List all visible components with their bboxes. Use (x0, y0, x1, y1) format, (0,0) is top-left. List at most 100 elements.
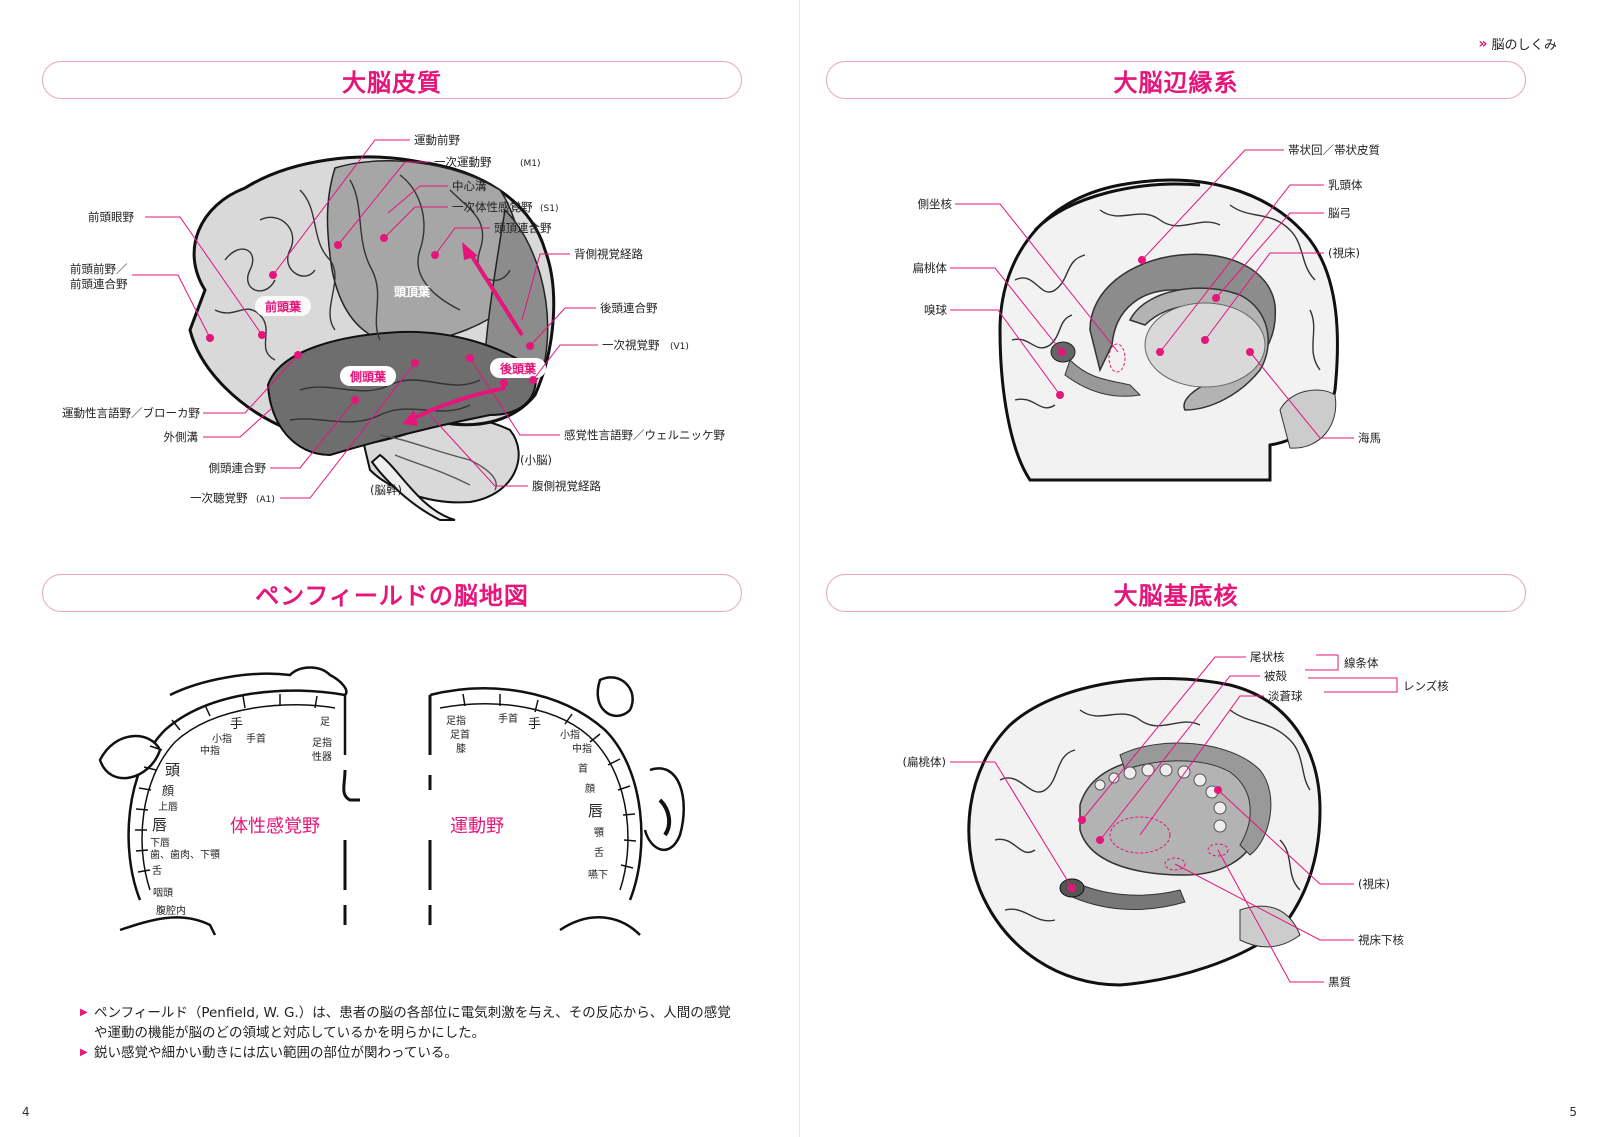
nigra-outline (1207, 843, 1229, 857)
basal-diagram: 尾状核 被殻 淡蒼球 線条体 レンズ核 (扁桃体) (視床) 視床下核 黒質 (903, 650, 1450, 989)
lbl-v1-abbr: (V1) (670, 342, 689, 352)
lbl-central-sulcus: 中心溝 (452, 179, 487, 193)
svg-text:顔: 顔 (162, 783, 174, 798)
motor-part-labels: 手首 手 小指 中指 首 顔 唇 顎 舌 嚥下 足指 足首 膝 (446, 712, 608, 881)
lbl-v1: 一次視覚野 (602, 338, 660, 352)
lbl-fornix: 脳弓 (1328, 206, 1351, 220)
limbic-dots (1056, 256, 1254, 399)
lbl-cingulate: 帯状回／帯状皮質 (1288, 143, 1380, 157)
svg-text:顔: 顔 (585, 782, 595, 795)
lbl-globus: 淡蒼球 (1268, 689, 1303, 703)
lobe-parietal: 頭頂葉 (394, 284, 431, 299)
lbl-lentiform: レンズ核 (1403, 679, 1449, 693)
parietal-region (326, 160, 523, 346)
lbl-s1-abbr: (S1) (540, 204, 558, 214)
lobe-frontal: 前頭葉 (265, 299, 302, 314)
svg-text:下唇: 下唇 (150, 837, 170, 849)
running-head-label: 脳のしくみ (1491, 38, 1557, 53)
basal-cerebellum (1239, 905, 1301, 948)
lbl-subthalamic: 視床下核 (1358, 933, 1404, 947)
bullet-triangle-icon: ▶ (80, 1007, 88, 1018)
limbic-gyri (1011, 204, 1321, 409)
svg-text:手: 手 (528, 717, 541, 732)
svg-text:咽頭: 咽頭 (153, 887, 173, 899)
thalamus-shape (1144, 302, 1266, 388)
basal-dots (1068, 786, 1222, 892)
lobe-occipital: 後頭葉 (500, 361, 537, 376)
lbl-a1: 一次聴覚野 (190, 491, 248, 505)
lbl-m1: 一次運動野 (434, 155, 492, 169)
lbl-lateral-sulcus: 外側溝 (164, 430, 199, 444)
penfield-title: ペンフィールドの脳地図 (42, 574, 742, 612)
caudate-dots (1094, 763, 1227, 833)
svg-text:舌: 舌 (594, 847, 604, 859)
lbl-nigra: 黒質 (1328, 975, 1351, 989)
svg-text:歯、歯肉、下顎: 歯、歯肉、下顎 (150, 848, 220, 861)
svg-text:唇: 唇 (588, 802, 603, 820)
svg-text:中指: 中指 (572, 742, 592, 755)
svg-text:足首: 足首 (450, 728, 470, 741)
svg-text:顎: 顎 (594, 827, 604, 839)
lbl-broca: 運動性言語野／ブローカ野 (62, 406, 200, 420)
svg-text:足: 足 (320, 716, 330, 728)
lbl-olfactory: 嗅球 (924, 303, 947, 317)
right-page: » 脳のしくみ 大脳辺縁系 大脳基底核 (800, 0, 1599, 1137)
limbic-title: 大脳辺縁系 (826, 61, 1526, 99)
basal-leaders (950, 656, 1354, 983)
lbl-prefrontal-2: 前頭連合野 (70, 277, 128, 291)
lbl-hippocampus: 海馬 (1358, 431, 1381, 445)
lbl-striatum: 線条体 (1344, 656, 1379, 670)
lbl-mammillary: 乳頭体 (1328, 178, 1363, 192)
svg-text:上唇: 上唇 (158, 801, 178, 813)
lobe-labels: 前頭葉 頭頂葉 側頭葉 後頭葉 (255, 284, 546, 386)
lbl-parietal-assoc: 頭頂連合野 (494, 221, 552, 235)
lbl-prefrontal-1: 前頭前野／ (70, 262, 128, 276)
svg-text:首: 首 (578, 762, 588, 775)
lbl-occipital-assoc: 後頭連合野 (600, 301, 658, 315)
sensory-area-label: 体性感覚野 (230, 816, 320, 837)
lbl-amygdala-basal: (扁桃体) (903, 755, 946, 769)
bracket-lines (1305, 654, 1398, 693)
olfactory-tract (1064, 359, 1142, 397)
svg-text:腹腔内: 腹腔内 (156, 904, 186, 917)
svg-text:手首: 手首 (498, 712, 518, 725)
lbl-premotor: 運動前野 (414, 133, 460, 147)
cortex-leaders (132, 139, 598, 499)
caudate-tail (1067, 879, 1186, 910)
motor-hemisphere (428, 676, 685, 936)
limbic-cortex-edge (1033, 182, 1201, 232)
lbl-ventral-path: 腹側視覚経路 (532, 479, 601, 493)
running-head: » 脳のしくみ (1478, 34, 1557, 54)
lobe-temporal: 側頭葉 (349, 369, 387, 384)
lbl-amygdala: 扁桃体 (913, 261, 948, 275)
svg-text:小指: 小指 (212, 732, 232, 745)
limbic-diagram: 帯状回／帯状皮質 乳頭体 脳弓 (視床) 海馬 側坐核 扁桃体 嗅球 (913, 143, 1381, 482)
lbl-brainstem: (脳幹) (370, 483, 402, 497)
svg-text:膝: 膝 (456, 742, 466, 755)
lbl-m1-abbr: (M1) (520, 159, 541, 169)
basal-title: 大脳基底核 (826, 574, 1526, 612)
page-number-left: 4 (22, 1105, 30, 1119)
svg-text:足指: 足指 (446, 714, 466, 727)
svg-text:手: 手 (230, 717, 243, 732)
lbl-thalamus-basal: (視床) (1358, 877, 1390, 891)
lbl-frontal-eye: 前頭眼野 (88, 210, 134, 224)
motor-area-label: 運動野 (450, 816, 504, 837)
brainstem-shape (370, 453, 456, 521)
amygdala-outline (1108, 343, 1126, 373)
svg-text:頭: 頭 (165, 761, 180, 779)
lbl-accumbens: 側坐核 (918, 197, 953, 211)
svg-text:唇: 唇 (152, 816, 167, 834)
lbl-temporal-assoc: 側頭連合野 (209, 461, 267, 475)
gutter (799, 0, 800, 1137)
sensory-ticks (135, 694, 318, 873)
note-item: ▶ペンフィールド（Penfield, W. G.）は、患者の脳の各部位に電気刺激… (80, 1005, 731, 1041)
penfield-notes: ▶ペンフィールド（Penfield, W. G.）は、患者の脳の各部位に電気刺激… (80, 1003, 740, 1063)
svg-text:足指: 足指 (312, 736, 332, 749)
lbl-putamen: 被殻 (1264, 669, 1287, 683)
visual-pathway-arrows (402, 242, 524, 426)
limbic-leaders (950, 149, 1354, 439)
page-number-right: 5 (1569, 1105, 1577, 1119)
globus-outline (1109, 816, 1171, 854)
